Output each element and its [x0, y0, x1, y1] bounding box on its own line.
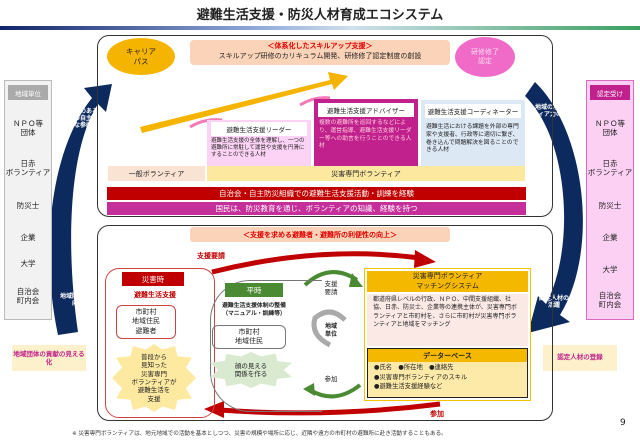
- right-item: 日赤 ボランティア: [587, 159, 633, 177]
- left-item: 自治会 町内会: [16, 287, 40, 305]
- normal-time-text: 避難生活支援体制の整備 （マニュアル・訓練等）: [222, 303, 286, 317]
- database-item: ●氏名 ●所在地 ●連絡先: [374, 364, 454, 371]
- normal-time-area: [210, 280, 322, 412]
- right-arc-arrow: [525, 82, 583, 333]
- left-panel: 地域単位 ＮＰＯ等 団体 日赤 ボランティア 防災士 企業 大学 自治会 町内会: [4, 80, 52, 320]
- coordinator-card: 避難生活支援コーディネーター 避難生活における課題を外部の専門家や支援者、行政等…: [421, 100, 525, 166]
- advisor-card: 避難生活支援アドバイザー 複数の避難所を巡回するなどにより、運営指導、避難生活支…: [314, 99, 418, 166]
- left-item: ＮＰＯ等 団体: [13, 119, 43, 137]
- right-item: ＮＰＯ等 団体: [595, 119, 625, 137]
- skillup-banner-title: ＜体系化したスキルアップ支援＞: [267, 42, 373, 50]
- matching-system-title: 災害専門ボランティア マッチングシステム: [367, 271, 528, 292]
- right-item: 企業: [602, 233, 618, 242]
- skillup-banner: ＜体系化したスキルアップ支援＞ スキルアップ研修のカリキュラム開発、研修修了認定…: [190, 40, 450, 65]
- career-arrow: [140, 72, 348, 133]
- career-path-badge: キャリア パス: [107, 38, 175, 75]
- red-top-arc: [211, 251, 421, 275]
- pink-arrow-2: [299, 96, 331, 107]
- leader-title: 避難生活支援リーダー: [211, 122, 307, 136]
- certification-badge: 研修修了 認定: [455, 37, 515, 77]
- page-number: 9: [620, 418, 626, 428]
- left-label: 地域団体の貢献の見える化: [12, 345, 86, 371]
- left-arc-top-text: 意欲のある方の自主的な参画: [67, 108, 98, 130]
- matching-system: 災害専門ボランティア マッチングシステム 都道府県レベルの行政、ＮＰＯ、中間支援…: [364, 268, 531, 401]
- normal-time-actors: 市町村 地域住民: [212, 325, 286, 349]
- matching-section: [97, 225, 553, 421]
- coordinator-text: 避難生活における課題を外部の専門家や支援者、行政等に適切に繋ぎ、巻き込んで問題解…: [426, 124, 519, 154]
- skillup-banner-text: スキルアップ研修のカリキュラム開発、研修修了認定制度の創設: [218, 51, 422, 60]
- disaster-volunteer: 災害専門ボランティア: [207, 166, 525, 181]
- database-box: データーベース ●氏名 ●所在地 ●連絡先 ●災害専門ボランティアのスキル ●避…: [367, 348, 528, 398]
- page-title: 避難生活支援・防災人材育成エコシステム: [196, 8, 444, 23]
- title-divider: [0, 26, 640, 30]
- normal-time-header: 平時: [225, 283, 283, 297]
- cycle-support-request: 支援 要請: [324, 280, 338, 297]
- general-volunteer: 一般ボランティア: [108, 166, 205, 181]
- support-request-label: 支援要請: [197, 252, 225, 260]
- left-arc-bottom-text: 地域防災力の向上: [59, 293, 96, 308]
- matching-system-text: 都道府県レベルの行政、ＮＰＯ、中間支援組織、社協、日赤、防災士、企業等の連携主体…: [367, 294, 528, 346]
- red-bottom-arrowhead: [204, 401, 224, 418]
- citizen-education-band: 国民は、防災教育を通じ、ボランティアの知識、経験を持つ: [107, 202, 526, 215]
- right-label: 認定人材の登録: [543, 345, 617, 371]
- right-item: 防災士: [598, 201, 622, 210]
- right-arc-bottom-text: 認定人材の活躍: [538, 295, 569, 310]
- leader-card: 避難生活支援リーダー 避難生活支援の全体を理解し、一つの避難所に常駐して運営や支…: [207, 120, 311, 166]
- coordinator-title: 避難生活支援コーディネーター: [425, 104, 521, 118]
- community-experience-band: 自治会・自主防災組織での避難生活支援活動・訓練を経験: [107, 187, 526, 200]
- right-arc-top-text: 地域のボランティア力の向上: [534, 104, 577, 119]
- database-item: ●災害専門ボランティアのスキル: [374, 374, 468, 382]
- advisor-text: 複数の避難所を巡回するなどにより、運営指導、避難生活支援リーダー等への助言を行う…: [319, 120, 412, 150]
- disaster-time-header: 災害時: [122, 272, 184, 286]
- convenience-banner: ＜支援を求める避難者・避難所の利便性の向上＞: [190, 227, 450, 242]
- left-panel-header: 地域単位: [8, 85, 48, 100]
- red-top-arrowhead: [414, 250, 436, 268]
- green-top-arrowhead: [349, 273, 363, 287]
- disaster-time-subtitle: 避難生活支援: [134, 291, 176, 299]
- advisor-title: 避難生活支援アドバイザー: [318, 103, 414, 117]
- right-panel: 認定受け ＮＰＯ等 団体 日赤 ボランティア 防災士 企業 大学 自治会 町内会: [586, 80, 634, 320]
- left-item: 日赤 ボランティア: [5, 159, 51, 177]
- footnote: ※ 災害専門ボランティアは、地元地域での活動を基本としつつ、災害の規模や場所に応…: [72, 431, 447, 437]
- database-item: ●避難生活支援経験など: [374, 383, 443, 391]
- cycle-community-unit: 地域 単位: [324, 323, 337, 338]
- cycle-participate: 参加: [324, 375, 338, 383]
- left-arc-arrow: [49, 84, 112, 335]
- disaster-time-actors: 市町村 地域住民 避難者: [116, 305, 176, 339]
- right-item: 自治会 町内会: [598, 291, 622, 309]
- left-item: 大学: [20, 259, 36, 268]
- skillup-section: [97, 35, 553, 217]
- left-item: 企業: [20, 233, 36, 242]
- right-item: 大学: [602, 265, 618, 274]
- pink-arrow-1: [189, 118, 223, 129]
- left-item: 防災士: [16, 201, 40, 210]
- participate-label: 参加: [430, 410, 444, 418]
- leader-text: 避難生活支援の全体を理解し、一つの避難所に常駐して運営や支援を円滑にすることので…: [211, 138, 305, 159]
- database-title: データーベース: [368, 349, 527, 362]
- right-panel-header: 認定受け: [590, 85, 630, 100]
